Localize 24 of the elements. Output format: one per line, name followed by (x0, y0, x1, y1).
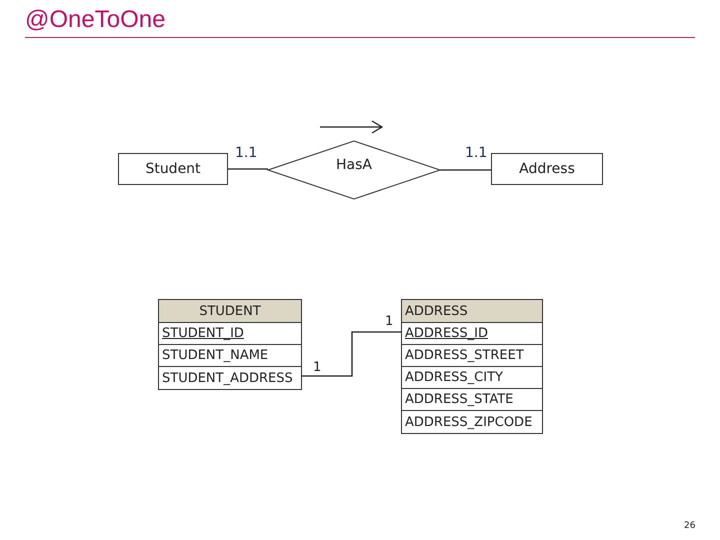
table-row: STUDENT_ID (159, 323, 301, 345)
relationship-name: HasA (336, 157, 372, 173)
connector-line (440, 169, 491, 171)
table (401, 299, 543, 434)
connector-line (302, 331, 401, 377)
cardinality-label: 1 (385, 315, 394, 328)
table-row: ADDRESS_CITY (402, 367, 542, 389)
cardinality-label: 1 (313, 361, 322, 374)
cardinality-label: 1.1 (235, 146, 258, 160)
table-row: STUDENT_ADDRESS (159, 367, 301, 389)
table-header: ADDRESS (402, 300, 542, 323)
cardinality-label: 1.1 (465, 146, 488, 160)
table-row: STUDENT_NAME (159, 345, 301, 367)
page-number: 26 (684, 522, 696, 531)
table-row: ADDRESS_STATE (402, 389, 542, 411)
entity-box: Student (118, 153, 228, 185)
table (158, 299, 302, 390)
table-row: ADDRESS_STREET (402, 345, 542, 367)
connector-line (228, 168, 268, 170)
entity-box: Address (491, 153, 603, 185)
table-header: STUDENT (159, 300, 301, 323)
table-row: ADDRESS_ID (402, 323, 542, 345)
slide-title: @OneToOne (25, 6, 166, 34)
table-row: ADDRESS_ZIPCODE (402, 411, 542, 433)
